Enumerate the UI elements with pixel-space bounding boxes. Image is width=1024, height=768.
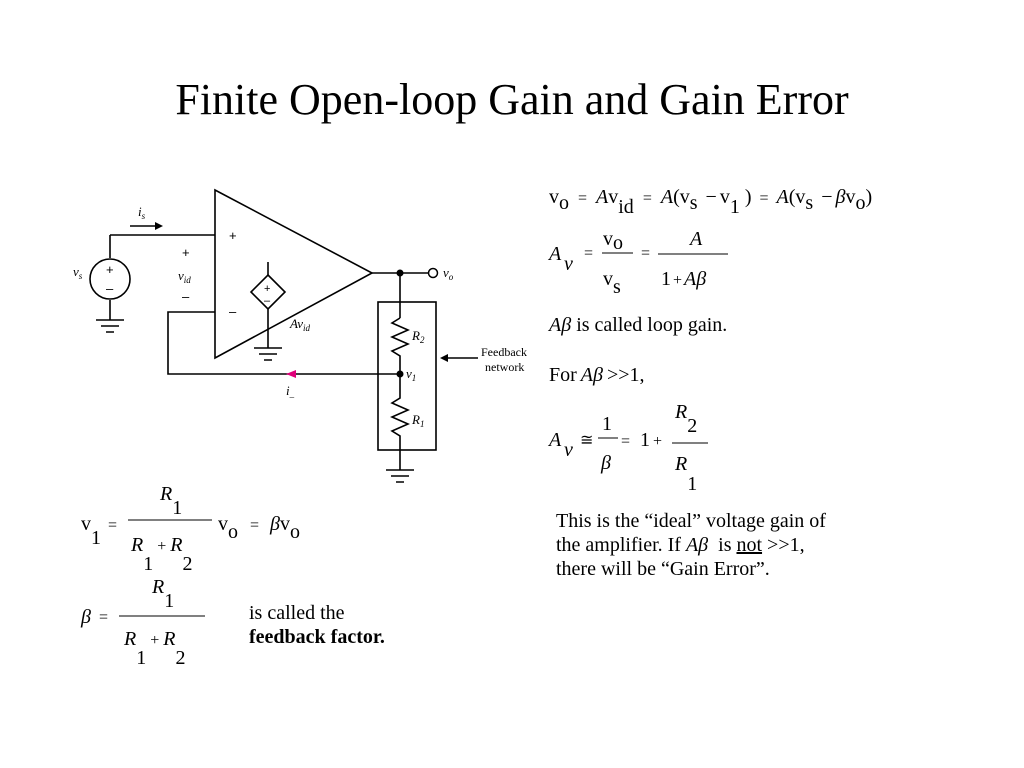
ideal-R1: R1 xyxy=(674,453,697,495)
is-label: is xyxy=(138,204,146,221)
circuit-wires xyxy=(89,188,478,483)
v1-eq1: = xyxy=(108,517,117,534)
vo-equation: vo = Avid = A(vs −v1 ) = A(vs −βvo) xyxy=(549,186,872,218)
source-minus-label: – xyxy=(106,281,114,296)
av-v-sub: v xyxy=(564,253,573,275)
ground-fb xyxy=(386,469,414,483)
circuit-labels: + – + – + – + – xyxy=(106,228,271,319)
ideal-line2-beta: β xyxy=(698,534,709,556)
iminus-arrow-head xyxy=(286,370,296,378)
ideal-A: A xyxy=(547,429,562,451)
feedback-factor-line1: is called the xyxy=(249,602,345,624)
ideal-plus: + xyxy=(653,433,662,450)
ideal-line2-A: A xyxy=(685,534,699,556)
av-den-v: vs xyxy=(603,268,621,298)
v1-label: v1 xyxy=(406,366,416,383)
ideal-line2-rest: >>1, xyxy=(767,534,805,556)
feedback-network-box xyxy=(377,301,437,451)
beta-lhs: β xyxy=(80,606,91,628)
v1-den: R1+R2 xyxy=(130,534,192,575)
resistor-r2 xyxy=(390,317,410,374)
ideal-paragraph-line3: there will be “Gain Error”. xyxy=(556,558,770,580)
dep-minus-label: – xyxy=(264,295,271,307)
ground-source xyxy=(96,319,124,333)
node-v1 xyxy=(396,370,404,378)
node-output xyxy=(396,269,404,277)
feedback-label-line1: Feedback xyxy=(481,345,527,359)
feedback-label-line2: network xyxy=(485,360,524,374)
ideal-line2-is: is xyxy=(718,534,732,556)
v1-num: R1 xyxy=(159,483,182,519)
v1-lhs: v1 xyxy=(81,513,101,549)
v1-vo: vo xyxy=(218,513,238,543)
feedback-factor-text: is called the feedback factor. xyxy=(249,601,509,649)
av-A: A xyxy=(547,243,562,265)
slide-title: Finite Open-loop Gain and Gain Error xyxy=(175,75,849,124)
circuit-italic-labels: is vs vid Avid vo R2 R1 v1 i_ xyxy=(73,204,454,429)
ideal-approx: ≅ xyxy=(580,432,593,449)
avid-label: Avid xyxy=(289,316,311,333)
iminus-label: i_ xyxy=(286,383,295,399)
ideal-eq: = xyxy=(621,433,630,450)
beta-num: R1 xyxy=(151,576,174,612)
beta-den: R1+R2 xyxy=(123,628,185,669)
wire-minus-feedback xyxy=(167,311,400,375)
plus-input-label: + xyxy=(229,228,237,243)
vs-label: vs xyxy=(73,264,83,281)
opamp-triangle xyxy=(214,188,374,360)
ideal-beta: β xyxy=(600,452,611,474)
output-terminal xyxy=(427,267,439,279)
feedback-factor-line2: feedback factor. xyxy=(249,626,385,648)
av-eq2: = xyxy=(641,245,650,262)
ideal-line2-not: not xyxy=(736,534,763,556)
ideal-paragraph-line2: the amplifier. If Aβ is not >>1, xyxy=(556,533,976,557)
ideal-line2-text: the amplifier. If xyxy=(556,534,681,556)
vid-label: vid xyxy=(178,268,191,285)
av-den2: 1+Aβ xyxy=(661,268,706,290)
vo-label: vo xyxy=(443,265,454,282)
vid-plus-label: + xyxy=(182,245,190,260)
r1-label: R1 xyxy=(411,412,424,429)
ideal-v-sub: v xyxy=(564,439,573,461)
v1-beta-vo: βvo xyxy=(269,513,300,543)
feedback-arrow-head xyxy=(440,354,448,362)
beta-eq: = xyxy=(99,609,108,626)
ground-dep xyxy=(254,347,282,361)
vid-minus-label: – xyxy=(182,289,190,304)
dep-plus-label: + xyxy=(264,283,270,295)
resistor-r1 xyxy=(390,374,410,470)
av-eq1: = xyxy=(584,245,593,262)
feedback-network-label: Feedback network xyxy=(481,345,527,374)
is-arrow-head xyxy=(155,222,163,230)
ideal-num1: 1 xyxy=(602,413,612,435)
ideal-R2: R2 xyxy=(674,401,697,437)
ideal-paragraph: This is the “ideal” voltage gain of the … xyxy=(556,509,976,581)
r2-label: R2 xyxy=(411,328,425,345)
av-num2: A xyxy=(688,228,703,250)
ideal-one: 1 xyxy=(640,429,650,451)
voltage-source-circle xyxy=(89,258,131,300)
minus-input-label: – xyxy=(229,304,237,319)
av-num-v: vo xyxy=(603,228,623,254)
v1-eq2: = xyxy=(250,517,259,534)
ideal-paragraph-line1: This is the “ideal” voltage gain of xyxy=(556,510,826,532)
source-plus-label: + xyxy=(106,262,114,277)
